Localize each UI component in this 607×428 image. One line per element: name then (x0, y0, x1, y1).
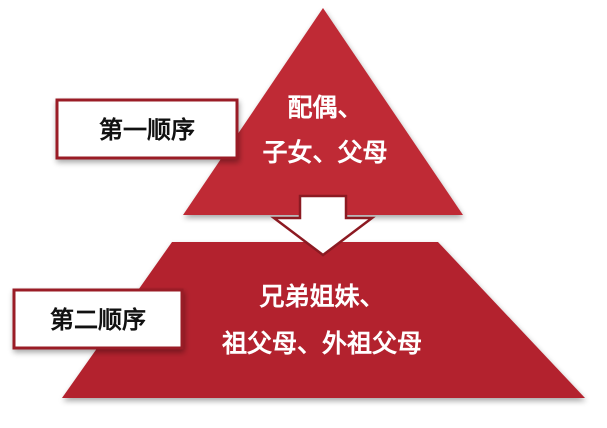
second-order-heirs-line1: 兄弟姐妹、 (258, 282, 384, 311)
first-order-heirs-line2: 子女、父母 (262, 138, 387, 167)
first-order-label-text: 第一顺序 (99, 116, 195, 144)
second-order-tier (62, 242, 585, 398)
second-order-label-text: 第二顺序 (50, 306, 146, 334)
first-order-label (55, 98, 239, 160)
first-order-heirs-line1: 配偶、 (287, 93, 362, 122)
second-order-label (12, 288, 184, 350)
second-order-heirs-line2: 祖父母、外祖父母 (222, 329, 422, 358)
first-order-tier (183, 8, 463, 215)
down-arrow-icon (270, 194, 376, 257)
